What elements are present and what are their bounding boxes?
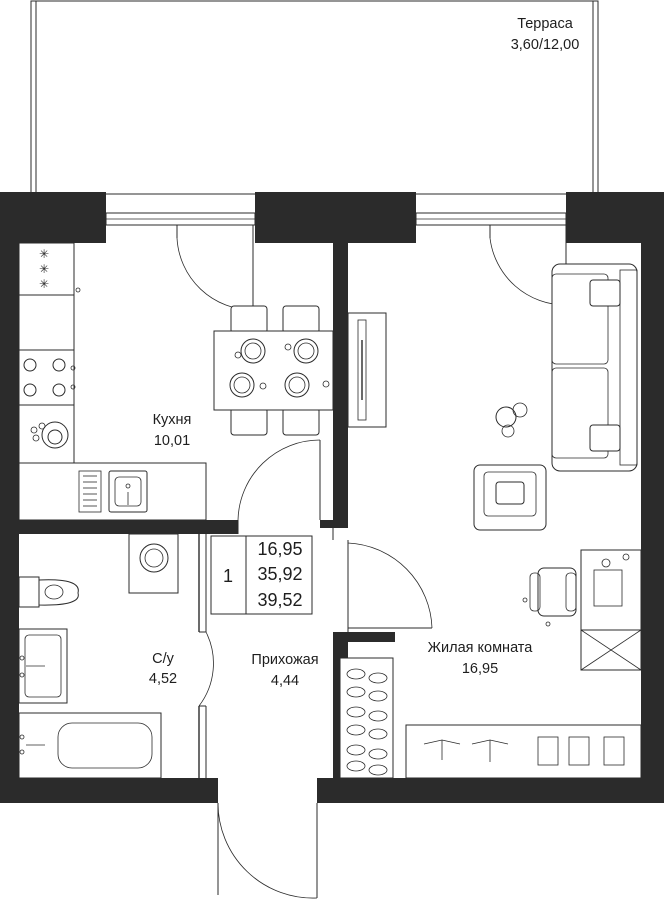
- room-labels: Кухня 10,01 С/у 4,52 Прихожая 4,44 Жилая…: [149, 412, 533, 689]
- terrace-area: 3,60/12,00: [511, 37, 580, 53]
- living-area: 16,95: [462, 661, 498, 677]
- rooms-count: 1: [223, 566, 233, 586]
- stove-icon: [18, 349, 75, 406]
- toilet-icon: [18, 576, 79, 608]
- windows: [105, 212, 567, 226]
- office-chair-icon: [522, 567, 577, 627]
- tv-icon: [347, 312, 387, 428]
- partitions: [198, 528, 334, 778]
- area-summary: 1 16,95 35,92 39,52: [210, 535, 313, 615]
- coffee-table-icon: [495, 402, 528, 438]
- terrace: Терраса 3,60/12,00: [30, 0, 599, 195]
- wardrobe-icon: [405, 724, 642, 779]
- washing-machine-icon: [128, 533, 179, 594]
- total-with-terrace-value: 39,52: [257, 590, 302, 610]
- fridge-icon: ✳: [39, 262, 49, 276]
- dishwasher-icon: [41, 421, 69, 449]
- kitchen-counter: ✳ ✳ ✳: [18, 242, 207, 521]
- total-area-value: 35,92: [257, 564, 302, 584]
- desk-icon: [580, 549, 642, 671]
- kitchen-name: Кухня: [153, 412, 192, 428]
- sofa-icon: [551, 263, 638, 472]
- armchair-icon: [473, 464, 547, 531]
- bathroom-fixtures: [18, 533, 179, 779]
- washbasin-icon: [18, 628, 68, 704]
- bathroom-area: 4,52: [149, 671, 177, 687]
- sink-icon: [108, 470, 148, 513]
- bathroom-name: С/у: [152, 651, 175, 667]
- hallway-name: Прихожая: [251, 652, 318, 668]
- bathtub-icon: [18, 712, 162, 779]
- terrace-name: Терраса: [517, 16, 574, 32]
- living-area-value: 16,95: [257, 539, 302, 559]
- hallway-area: 4,44: [271, 673, 299, 689]
- fridge-icon: ✳: [39, 247, 49, 261]
- walls: [0, 192, 664, 803]
- fridge-icon: ✳: [39, 277, 49, 291]
- shoe-rack-icon: [339, 657, 394, 779]
- dining-table-icon: [213, 305, 334, 436]
- living-name: Жилая комната: [428, 640, 534, 656]
- kitchen-area: 10,01: [154, 433, 190, 449]
